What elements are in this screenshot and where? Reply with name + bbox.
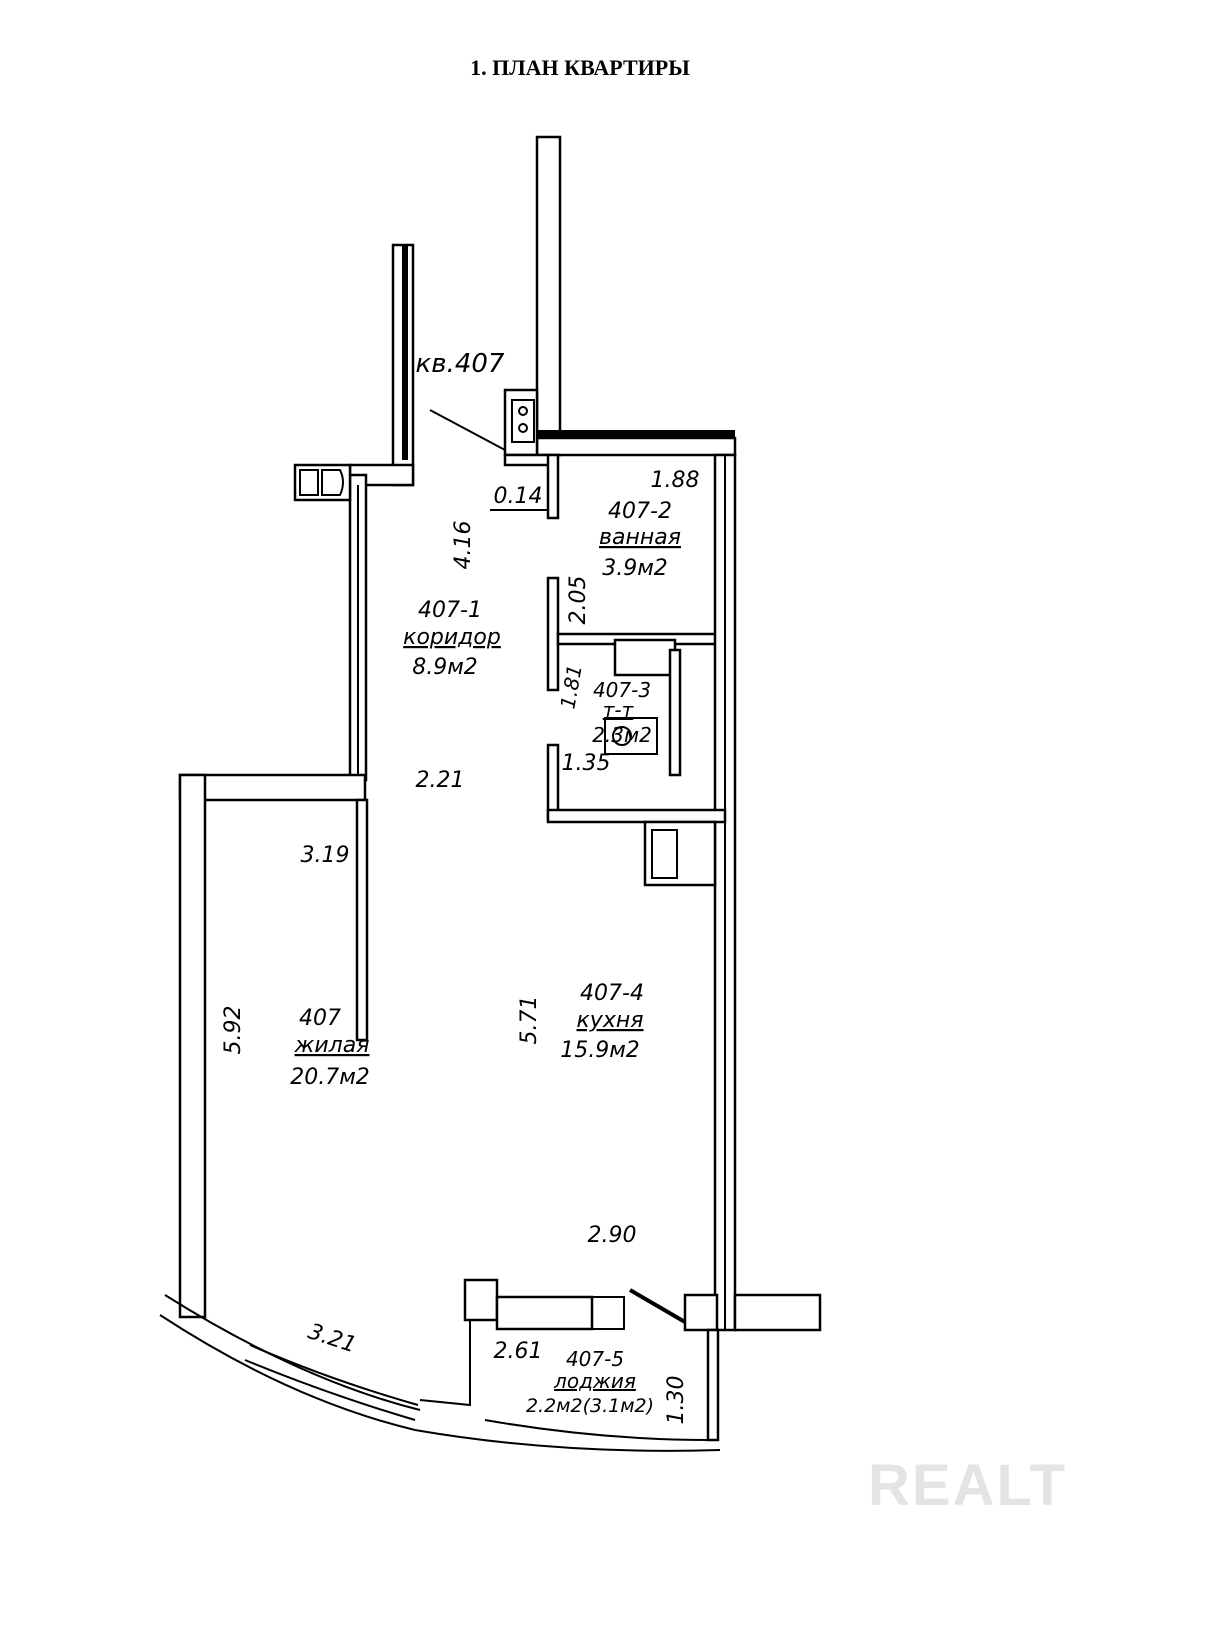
room-number: 407-2 <box>608 499 672 524</box>
labels: кв.407 0.14 1.88 407-2 ванная 3.9м2 4.16… <box>221 349 699 1424</box>
plan-title: 1. ПЛАН КВАРТИРЫ <box>470 55 690 80</box>
room-area: 20.7м2 <box>290 1065 370 1090</box>
dimension-label: 2.05 <box>566 576 591 625</box>
dimension-label: 2.61 <box>494 1339 543 1364</box>
dimension-label: 2.21 <box>416 768 465 793</box>
room-area: 15.9м2 <box>560 1038 640 1063</box>
dimension-label: 3.19 <box>301 843 350 868</box>
room-name: кухня <box>577 1008 644 1033</box>
room-number: 407-1 <box>418 598 482 623</box>
room-number: 407-5 <box>566 1347 624 1371</box>
room-name: коридор <box>403 625 501 650</box>
dimension-label: 5.71 <box>517 996 542 1045</box>
dimension-label: 1.35 <box>562 751 611 776</box>
dimension-label: 4.16 <box>451 521 476 570</box>
room-number: 407 <box>299 1006 341 1031</box>
room-name: жилая <box>294 1033 370 1058</box>
dimension-label: 3.21 <box>305 1319 359 1358</box>
room-number: 407-4 <box>580 981 644 1006</box>
dimension-label: 0.14 <box>494 484 543 509</box>
dimension-label: 1.30 <box>664 1376 689 1425</box>
room-area: 2.3м2 <box>592 723 652 747</box>
dimension-label: 1.81 <box>555 663 586 711</box>
room-name: лоджия <box>553 1369 636 1393</box>
dimension-label: 1.88 <box>651 468 700 493</box>
dimension-label: 5.92 <box>221 1006 246 1055</box>
room-area: 3.9м2 <box>602 556 668 581</box>
walls <box>159 135 822 1452</box>
room-area: 8.9м2 <box>412 655 478 680</box>
watermark-logo: REALT <box>868 1453 1067 1518</box>
room-name: ванная <box>599 525 681 550</box>
door-icon <box>628 1288 687 1324</box>
room-name: т-т <box>603 698 635 722</box>
room-number: 407-3 <box>593 678 651 702</box>
appliance-icon <box>643 820 717 887</box>
room-area: 2.2м2(3.1м2) <box>526 1395 654 1417</box>
dimension-label: 2.90 <box>588 1223 637 1248</box>
apartment-label: кв.407 <box>416 349 505 379</box>
appliance-icon <box>613 638 677 677</box>
toilet-icon <box>604 717 658 755</box>
